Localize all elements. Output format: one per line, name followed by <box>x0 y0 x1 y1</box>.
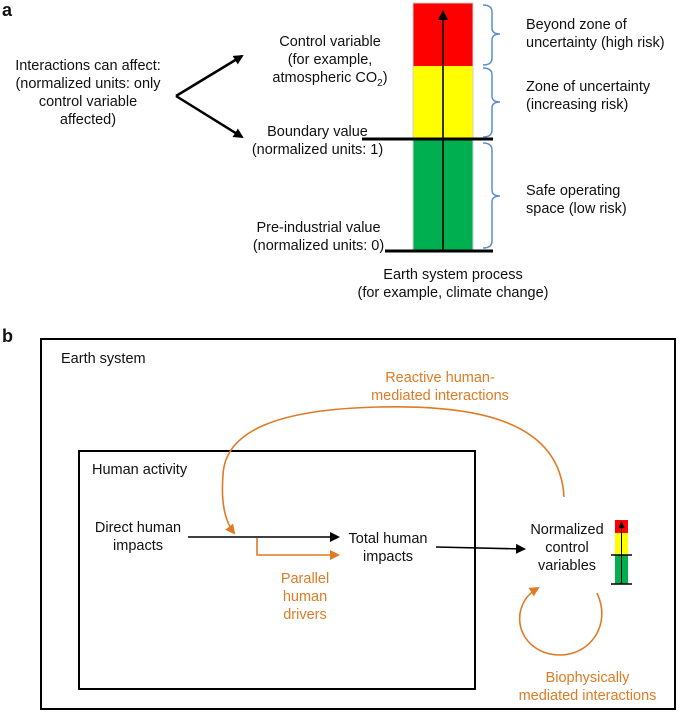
control-variable-text: Control variable (for example, atmospher… <box>272 34 381 86</box>
earth-system-title: Earth system <box>61 351 146 367</box>
panel-b-label: b <box>2 326 13 346</box>
reactive-loop-arrow <box>221 406 565 535</box>
boundary-value-label: Boundary value (normalized units: 1) <box>251 124 384 158</box>
normalized-control-label: Normalized control variables <box>530 522 604 574</box>
parallel-drivers-label: Parallel human drivers <box>280 571 330 623</box>
preindustrial-value-label: Pre-industrial value (normalized units: … <box>252 220 385 254</box>
total-impacts-label: Total human impacts <box>348 531 428 565</box>
human-activity-box <box>78 450 476 690</box>
biophysical-interactions-label: Biophysically mediated interactions <box>518 670 657 704</box>
brace-uncertainty <box>482 67 501 138</box>
reactive-interactions-label: Reactive human- mediated interactions <box>371 370 509 404</box>
interaction-arrow-up <box>175 54 244 98</box>
parallel-drivers-arrow <box>256 538 340 560</box>
co2-close: ) <box>382 70 388 86</box>
panel-a-label: a <box>2 0 13 20</box>
interactions-text: Interactions can affect: (normalized uni… <box>15 58 161 128</box>
brace-high-risk <box>482 4 501 66</box>
direct-impacts-label: Direct human impacts <box>94 520 182 554</box>
earth-system-box <box>40 338 676 710</box>
human-activity-title: Human activity <box>92 462 188 478</box>
brace-safe <box>482 142 501 249</box>
zone-safe-label: Safe operating space (low risk) <box>526 183 627 217</box>
co2-subscript: 2 <box>377 77 383 89</box>
control-variable-label: Control variable (for example, atmospher… <box>250 33 410 93</box>
zone-high-risk-label: Beyond zone of uncertainty (high risk) <box>526 17 665 51</box>
earth-process-label: Earth system process (for example, clima… <box>357 267 549 301</box>
interaction-arrow-down <box>175 94 244 139</box>
mini-arrow-head <box>618 521 625 528</box>
zone-uncertainty-label: Zone of uncertainty (increasing risk) <box>526 79 651 113</box>
biophysical-loop-arrow <box>519 586 603 656</box>
total-to-normalized-arrow <box>435 543 526 554</box>
